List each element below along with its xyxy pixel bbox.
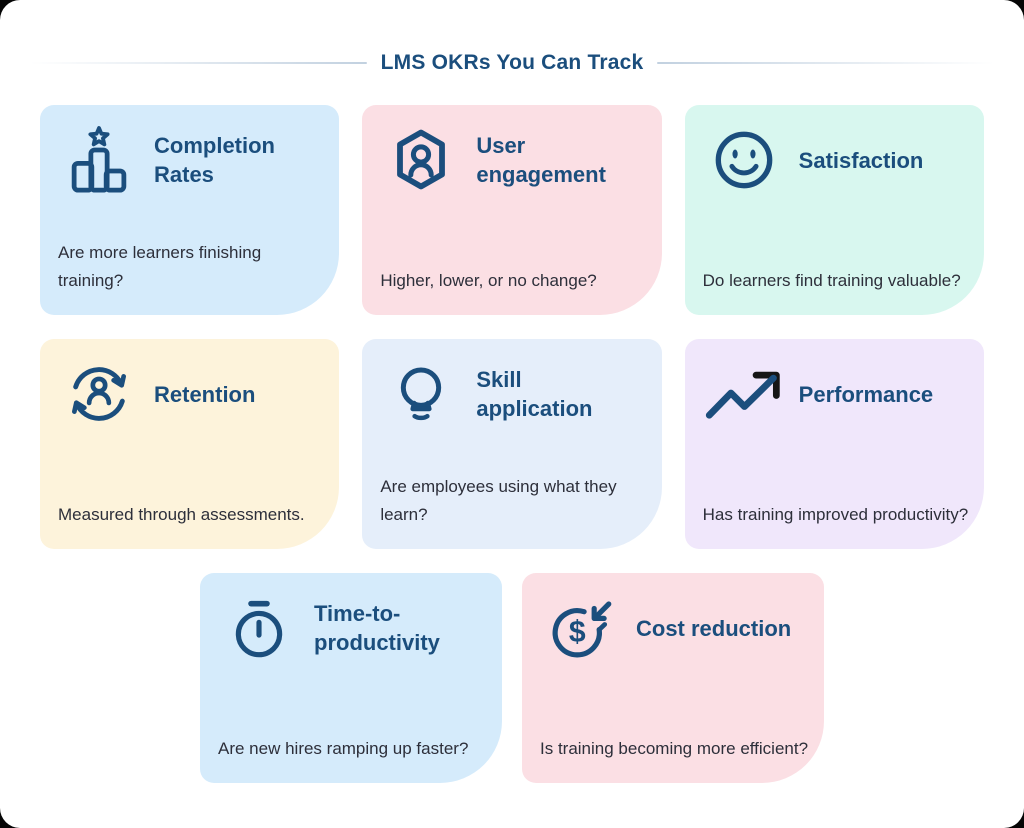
- card-description: Are new hires ramping up faster?: [218, 739, 469, 758]
- cards-row-2: Retention Measured through assessments. …: [0, 339, 1024, 549]
- card-description: Measured through assessments.: [58, 505, 305, 524]
- svg-text:$: $: [569, 616, 586, 649]
- card-title: Skill application: [476, 367, 593, 421]
- page-header: LMS OKRs You Can Track: [0, 49, 1024, 76]
- card-title: Completion Rates: [154, 133, 275, 187]
- card-header: Performance: [705, 360, 970, 428]
- card-header: Completion Rates: [68, 126, 325, 194]
- card-user-engagement: User engagement Higher, lower, or no cha…: [362, 105, 662, 315]
- card-header: User engagement: [390, 126, 647, 194]
- cards-row-3: Time-to-productivity Are new hires rampi…: [0, 573, 1024, 783]
- card-skill-application: Skill application Are employees using wh…: [362, 339, 662, 549]
- card-description: Higher, lower, or no change?: [380, 271, 597, 290]
- card-header: $ Cost reduction: [550, 594, 810, 662]
- user-hexagon-icon: [390, 128, 452, 192]
- card-completion-rates: Completion Rates Are more learners finis…: [40, 105, 340, 315]
- cards-row-1: Completion Rates Are more learners finis…: [0, 105, 1024, 315]
- stopwatch-icon: [228, 597, 290, 659]
- lightbulb-icon: [390, 364, 452, 424]
- card-title: Cost reduction: [636, 615, 792, 641]
- card-satisfaction: Satisfaction Do learners find training v…: [684, 105, 984, 315]
- page-title: LMS OKRs You Can Track: [380, 51, 644, 74]
- trend-up-arrow-icon: [705, 366, 780, 422]
- card-title: Satisfaction: [798, 147, 924, 173]
- podium-star-icon: [68, 126, 130, 193]
- card-cost-reduction: $ Cost reduction Is training becoming mo…: [522, 573, 824, 783]
- card-header: Retention: [68, 360, 325, 428]
- card-retention: Retention Measured through assessments.: [40, 339, 340, 549]
- card-description: Has training improved productivity?: [702, 505, 969, 524]
- person-sync-icon: [68, 364, 130, 424]
- card-title: Performance: [798, 381, 934, 407]
- card-performance: Performance Has training improved produc…: [684, 339, 984, 549]
- card-time-to-productivity: Time-to-productivity Are new hires rampi…: [200, 573, 502, 783]
- card-title: Time-to-productivity: [314, 601, 440, 655]
- card-title: User engagement: [476, 133, 606, 187]
- divider-right: [657, 61, 994, 64]
- card-header: Skill application: [390, 360, 647, 428]
- smiley-face-icon: [713, 129, 775, 191]
- card-header: Satisfaction: [713, 126, 970, 194]
- card-description: Do learners find training valuable?: [702, 271, 961, 290]
- card-description: Is training becoming more efficient?: [540, 739, 809, 758]
- dollar-refresh-icon: $: [550, 596, 612, 660]
- card-title: Retention: [154, 381, 256, 407]
- card-description: Are employees using what they learn?: [380, 477, 617, 524]
- card-header: Time-to-productivity: [228, 594, 488, 662]
- card-description: Are more learners finishing training?: [58, 243, 262, 290]
- divider-left: [30, 61, 367, 64]
